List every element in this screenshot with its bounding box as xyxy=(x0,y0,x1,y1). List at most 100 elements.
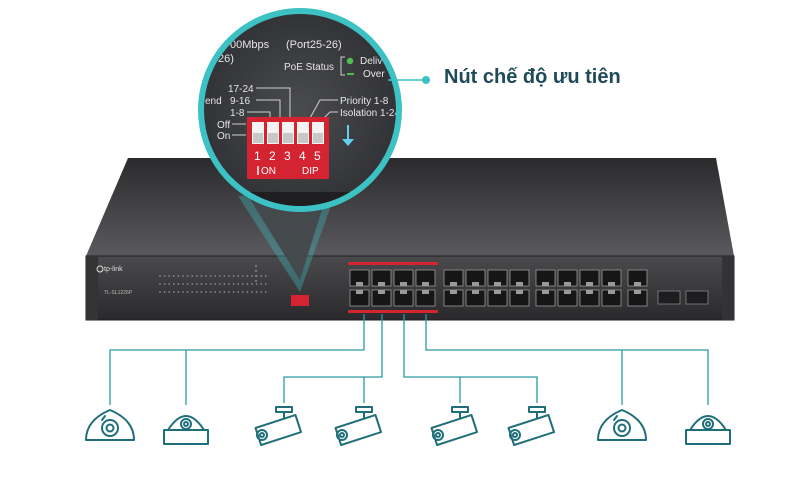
rj45-port-latch xyxy=(608,282,615,286)
status-led xyxy=(177,275,180,277)
status-led xyxy=(228,291,230,293)
over-led-icon xyxy=(347,73,354,75)
status-led xyxy=(251,283,253,285)
bullet-camera-icon xyxy=(334,406,383,447)
switch-ear-right xyxy=(722,256,734,320)
status-led xyxy=(191,275,194,277)
rj45-port-latch xyxy=(378,282,385,286)
ceiling-dome-camera-icon xyxy=(163,415,209,445)
rj45-port-latch xyxy=(586,290,593,294)
status-led xyxy=(264,283,267,285)
status-led xyxy=(246,275,249,277)
status-led xyxy=(255,280,257,282)
zoom-ports-1-8: 1-8 xyxy=(230,108,245,119)
status-led xyxy=(218,291,221,293)
status-led xyxy=(205,291,207,293)
dome-camera-icon xyxy=(597,409,647,441)
status-led xyxy=(251,291,253,293)
zoom-on-text: On xyxy=(217,131,230,142)
status-led xyxy=(195,291,198,293)
device-icons xyxy=(85,406,731,447)
rj45-port-latch xyxy=(472,282,479,286)
sfp-port-1 xyxy=(657,290,681,305)
rj45-port-latch xyxy=(542,282,549,286)
status-led xyxy=(186,275,189,277)
dip-toggle-knob xyxy=(313,133,323,143)
status-led xyxy=(255,270,257,272)
rj45-port-latch xyxy=(634,282,641,286)
rj45-ports xyxy=(348,262,648,313)
deliv-led-icon xyxy=(346,57,354,65)
status-led xyxy=(228,275,230,277)
rj45-port-latch xyxy=(450,282,457,286)
zoom-poe-status-text: PoE Status xyxy=(284,62,334,73)
rj45-port-latch xyxy=(494,290,501,294)
rj45-port-latch xyxy=(586,282,593,286)
status-led xyxy=(163,275,166,277)
status-led xyxy=(186,291,189,293)
status-led xyxy=(172,275,175,277)
dip-toggle-knob xyxy=(283,133,293,143)
status-led xyxy=(255,283,258,285)
status-led xyxy=(260,275,263,277)
status-led xyxy=(186,283,189,285)
status-led xyxy=(251,275,253,277)
zoom-deliv-text: Deliv xyxy=(360,56,382,67)
status-led xyxy=(214,275,217,277)
status-led xyxy=(237,283,240,285)
status-led xyxy=(223,275,226,277)
zoom-off-text: Off xyxy=(217,120,230,131)
status-led xyxy=(200,283,203,285)
dip-toggle-knob xyxy=(268,133,278,143)
poe-priority-marker-bottom xyxy=(348,310,438,313)
status-led xyxy=(214,291,217,293)
rj45-port-latch xyxy=(542,290,549,294)
status-led xyxy=(232,275,235,277)
rj45-port-latch xyxy=(356,290,363,294)
rj45-port-latch xyxy=(472,290,479,294)
status-led xyxy=(191,291,194,293)
bullet-camera-icon xyxy=(430,406,479,447)
status-led xyxy=(255,291,258,293)
rj45-port-latch xyxy=(378,290,385,294)
status-led xyxy=(168,275,171,277)
rj45-port-latch xyxy=(564,282,571,286)
tp-link-logo-icon xyxy=(96,265,104,273)
rj45-port-latch xyxy=(422,282,429,286)
callout-pointer-inner xyxy=(248,190,328,280)
zoom-leader-lines xyxy=(232,87,338,136)
status-led xyxy=(182,283,184,285)
status-led xyxy=(255,265,257,267)
status-led xyxy=(232,283,235,285)
zoom-ports-17-24: 17-24 xyxy=(228,84,254,95)
status-led xyxy=(218,275,221,277)
zoom-end-text: end xyxy=(205,96,222,107)
connection-lines xyxy=(109,314,709,405)
zoom-speed-text: 00Mbps xyxy=(230,39,270,51)
status-led xyxy=(200,275,203,277)
switch-top-face xyxy=(86,158,734,256)
status-led xyxy=(260,291,263,293)
status-led xyxy=(159,291,161,293)
switch-model-label: TL-SL1226P xyxy=(104,290,133,296)
status-led xyxy=(182,275,184,277)
status-led xyxy=(205,283,207,285)
poe-bracket-icon xyxy=(340,56,345,76)
status-led xyxy=(168,283,171,285)
status-led xyxy=(264,275,267,277)
zoom-callout: 00Mbps (Port25-26) 26) PoE Status Deliv … xyxy=(198,8,430,292)
dip-number-label: 4 xyxy=(299,149,306,163)
sfp-port-2 xyxy=(685,290,709,305)
zoom-over-text: Over xyxy=(363,69,385,80)
dip-number-label: 2 xyxy=(269,149,276,163)
status-led xyxy=(172,291,175,293)
dip-dip-label: DIP xyxy=(302,166,319,177)
zoom-ports-9-16: 9-16 xyxy=(230,96,250,107)
status-led xyxy=(241,291,244,293)
zoom-side-text: 26) xyxy=(218,53,234,65)
status-led xyxy=(237,275,240,277)
poe-priority-marker-top xyxy=(348,262,438,265)
status-led xyxy=(209,283,212,285)
status-led xyxy=(237,291,240,293)
